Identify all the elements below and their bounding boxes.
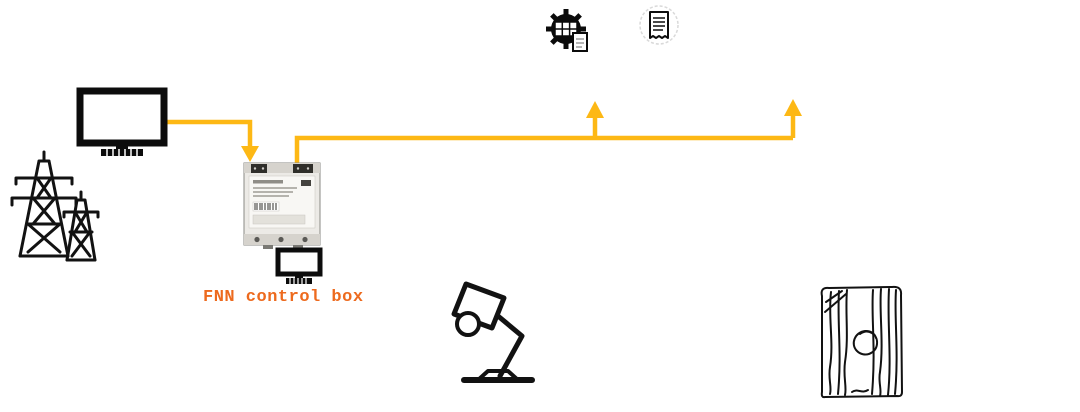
appliance-outline: [820, 285, 903, 399]
monitor-screen: [76, 87, 168, 147]
device-barcode: [252, 201, 280, 212]
appliance-sketch-icon: [820, 285, 903, 399]
monitor-icon: [76, 87, 168, 156]
device-logo: [301, 180, 311, 186]
receipt-body: [649, 11, 669, 39]
receipt-document-icon: [639, 5, 679, 45]
fnn-control-box-device: [243, 162, 321, 249]
arrow-up-icon: [784, 99, 802, 116]
lamp-neck: [476, 369, 520, 382]
monitor-to-controlbox-line: [163, 119, 253, 148]
arrow-up-icon: [586, 101, 604, 118]
page-corner: [572, 32, 588, 52]
solar-panel-gear-icon: [546, 9, 588, 52]
appliance-spiral: [852, 329, 879, 356]
monitor-base: [101, 149, 143, 156]
lamp-bulb: [455, 311, 481, 337]
lamp-arm: [495, 313, 525, 379]
small-monitor-icon: [275, 247, 323, 284]
solar-panel-grid: [554, 21, 578, 37]
arrow-down-icon: [241, 146, 259, 162]
controlbox-to-bus-line: [294, 135, 793, 163]
terminal-block: [251, 164, 267, 173]
terminal-block: [293, 164, 313, 173]
fnn-control-box-label: FNN control box: [203, 288, 364, 307]
monitor-stand: [116, 143, 128, 149]
desk-lamp-icon: [451, 281, 535, 383]
transmission-towers-icon: [10, 150, 100, 262]
